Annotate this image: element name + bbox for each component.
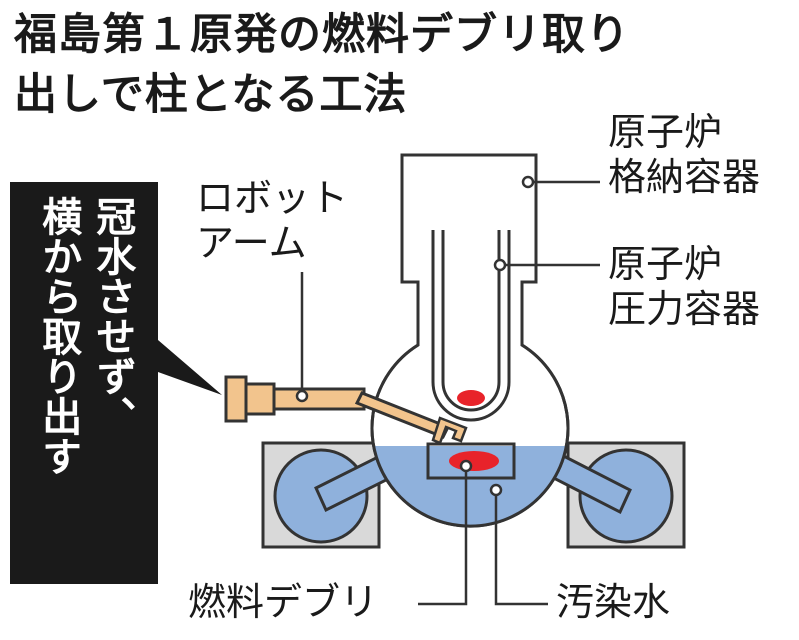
label-fuel-debris: 燃料デブリ	[188, 580, 379, 624]
label-robot-arm: ロボット アーム	[196, 176, 349, 265]
title-line-2: 出しで柱となる工法	[14, 70, 408, 120]
label-contaminated-water: 汚染水	[556, 580, 671, 624]
label-pressure-vessel: 原子炉 圧力容器	[608, 242, 761, 331]
robot-arm-gripper	[431, 416, 468, 445]
debris-in-pressure-vessel	[457, 390, 485, 406]
pressure-vessel-outer	[431, 230, 511, 422]
callout-box	[10, 182, 222, 584]
pedestal	[426, 442, 516, 480]
debris-on-floor	[449, 451, 499, 471]
robot-arm-boom	[272, 387, 366, 411]
callout-line-2: 横から取り出す	[35, 196, 82, 476]
title-line-1: 福島第１原発の燃料デブリ取り	[14, 10, 630, 60]
pressure-vessel-inner	[441, 230, 501, 412]
callout-line-1: 冠水させず、	[89, 196, 136, 436]
label-containment-vessel: 原子炉 格納容器	[608, 110, 761, 199]
robot-arm-base	[244, 382, 276, 416]
callout-text: 冠水させず、 横から取り出す	[26, 196, 146, 576]
robot-arm-base-flange	[224, 375, 248, 423]
